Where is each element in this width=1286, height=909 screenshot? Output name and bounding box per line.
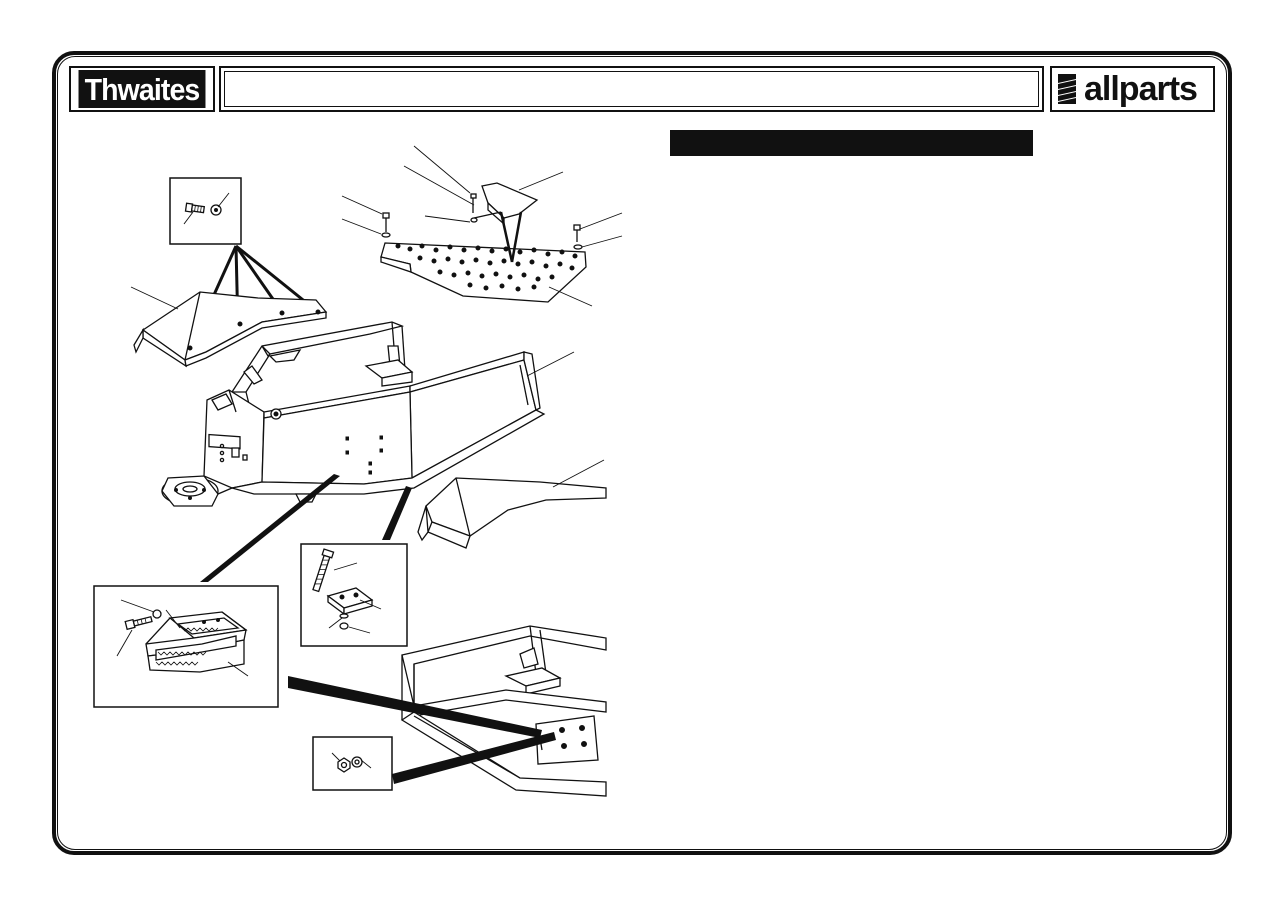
detail-bolt-washer (169, 177, 242, 245)
thwaites-logo-text: Thwaites (78, 70, 206, 108)
main-chassis (161, 321, 575, 507)
allparts-logo: allparts (1050, 66, 1215, 112)
plate-fixings (341, 193, 623, 250)
allparts-logo-text: allparts (1084, 70, 1198, 108)
page-title-box (219, 66, 1044, 112)
detail-spacer-plate (300, 543, 408, 647)
page-frame-outer (52, 51, 1232, 855)
detail-leaders-bottom (288, 676, 556, 784)
right-guard (417, 459, 607, 549)
detail-leaders-middle (200, 474, 412, 582)
thwaites-logo: Thwaites (69, 66, 215, 112)
floor-plate (380, 242, 593, 307)
left-guard (130, 286, 328, 368)
chassis-lower-view (400, 625, 607, 797)
page-title (224, 71, 1039, 107)
detail-step (93, 585, 279, 708)
page-frame-inner (57, 56, 1227, 850)
pedal-bracket (403, 145, 564, 263)
parts-list-heading (670, 130, 1033, 156)
detail-nut-washer (312, 736, 393, 791)
allparts-stripes-icon (1058, 74, 1076, 104)
